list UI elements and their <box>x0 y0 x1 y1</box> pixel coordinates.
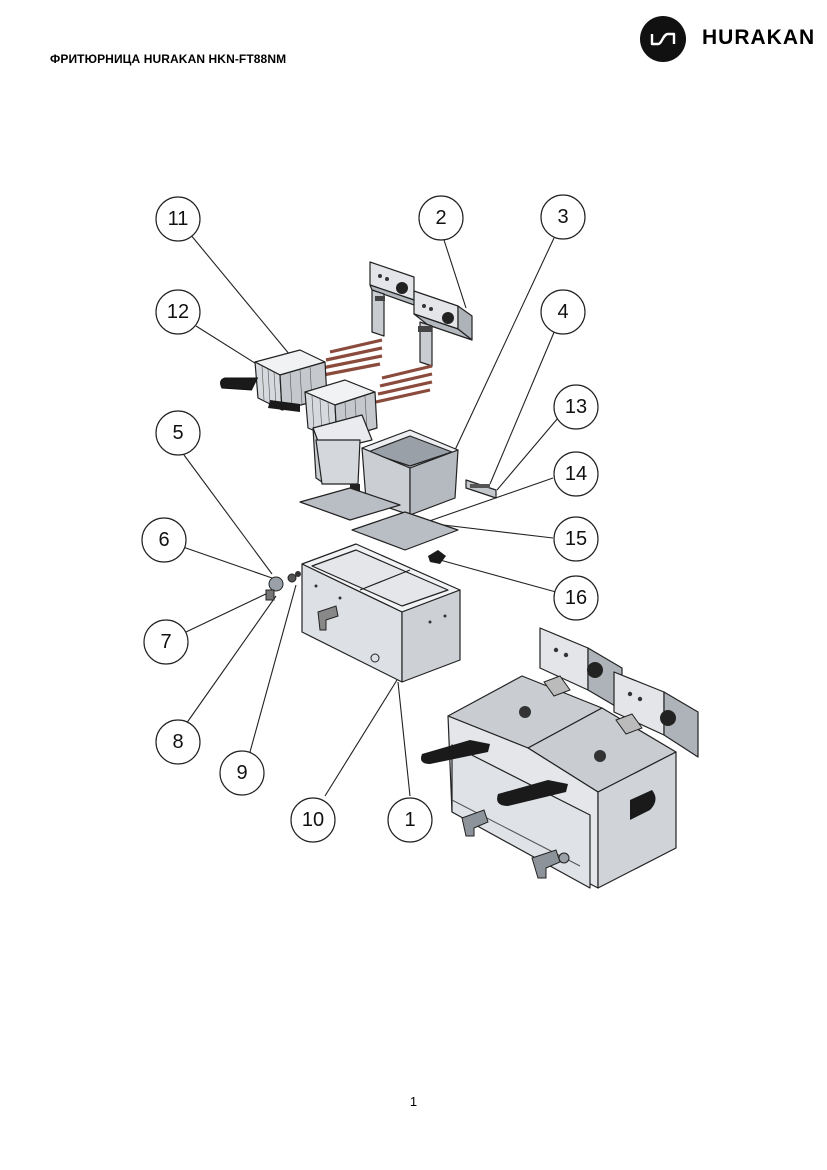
callout-6: 6 <box>141 517 187 563</box>
callout-10: 10 <box>290 797 336 843</box>
heating-elements <box>317 338 433 404</box>
callout-4: 4 <box>540 289 586 335</box>
callout-16: 16 <box>553 575 599 621</box>
callout-12: 12 <box>155 289 201 335</box>
svg-text:15: 15 <box>565 528 587 550</box>
callout-5: 5 <box>155 410 201 456</box>
svg-text:8: 8 <box>172 731 183 753</box>
callout-9: 9 <box>219 750 265 796</box>
page-number: 1 <box>409 1094 418 1109</box>
svg-text:12: 12 <box>167 301 189 323</box>
callout-11: 11 <box>155 196 201 242</box>
callout-8: 8 <box>155 719 201 765</box>
callout-2: 2 <box>418 195 464 241</box>
insulation-plates <box>299 487 459 551</box>
oil-tank-right <box>361 429 459 525</box>
thermostat-part <box>428 550 446 564</box>
callout-7: 7 <box>143 619 189 665</box>
callout-3: 3 <box>540 194 586 240</box>
callout-15: 15 <box>553 516 599 562</box>
svg-text:2: 2 <box>435 207 446 229</box>
callout-14: 14 <box>553 451 599 497</box>
svg-text:4: 4 <box>557 301 568 323</box>
callout-1: 1 <box>387 797 433 843</box>
fryer-housing <box>301 543 461 683</box>
brand-name: HURAKAN <box>702 26 816 49</box>
drain-tap-assembly <box>265 571 301 601</box>
terminal-block-part <box>465 479 497 499</box>
svg-text:9: 9 <box>236 762 247 784</box>
brand-logo: HURAKAN <box>640 16 815 62</box>
svg-text:1: 1 <box>404 809 415 831</box>
svg-text:7: 7 <box>160 631 171 653</box>
svg-text:11: 11 <box>168 208 189 230</box>
svg-text:16: 16 <box>565 587 587 609</box>
oil-tank-left <box>312 414 373 492</box>
document-title: ФРИТЮРНИЦА HURAKAN HKN-FT88NM <box>50 52 287 66</box>
svg-text:13: 13 <box>565 396 587 418</box>
svg-text:3: 3 <box>557 206 568 228</box>
svg-text:5: 5 <box>172 422 183 444</box>
assembled-fryer <box>421 627 699 889</box>
svg-text:10: 10 <box>302 809 324 831</box>
svg-text:6: 6 <box>158 529 169 551</box>
callout-13: 13 <box>553 384 599 430</box>
hurakan-logo-icon <box>640 16 686 62</box>
leader-lines <box>182 233 559 797</box>
control-panel-part <box>369 261 473 367</box>
svg-text:14: 14 <box>565 463 587 485</box>
